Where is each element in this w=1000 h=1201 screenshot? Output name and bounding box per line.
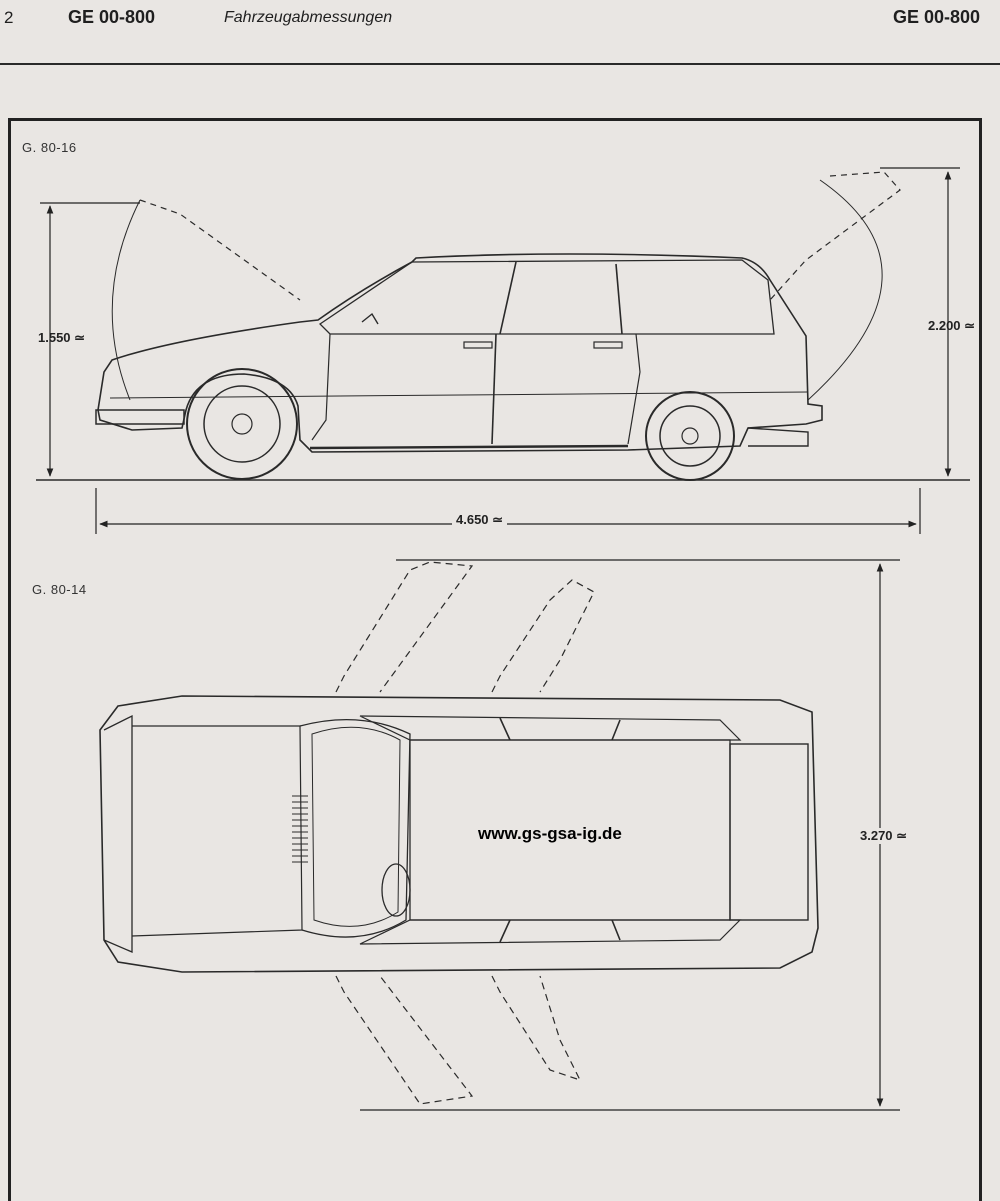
header-divider [0, 63, 1000, 65]
document-code-right: GE 00-800 [892, 7, 980, 27]
side-view-dimension-lines [40, 167, 960, 534]
dimension-height-open-label: 2.200 ≃ [928, 318, 976, 333]
watermark-url: www.gs-gsa-ig.de [478, 824, 622, 843]
side-view-drawing [36, 171, 970, 481]
top-view-dimension-lines [360, 559, 900, 1111]
document-code-left: GE 00-800 [68, 7, 156, 27]
dimension-height-label: 1.550 ≃ [38, 330, 86, 345]
drawing-frame [8, 118, 982, 1201]
page-title: Fahrzeugabmessungen [224, 9, 393, 26]
dimension-width-open-label: 3.270 ≃ [858, 828, 910, 844]
top-view-drawing [99, 561, 819, 1105]
figure-label-side-view: G. 80-16 [22, 140, 77, 155]
figure-label-top-view: G. 80-14 [32, 582, 87, 597]
dimension-length-label: 4.650 ≃ [452, 512, 508, 528]
page-number: 2 [4, 8, 14, 27]
